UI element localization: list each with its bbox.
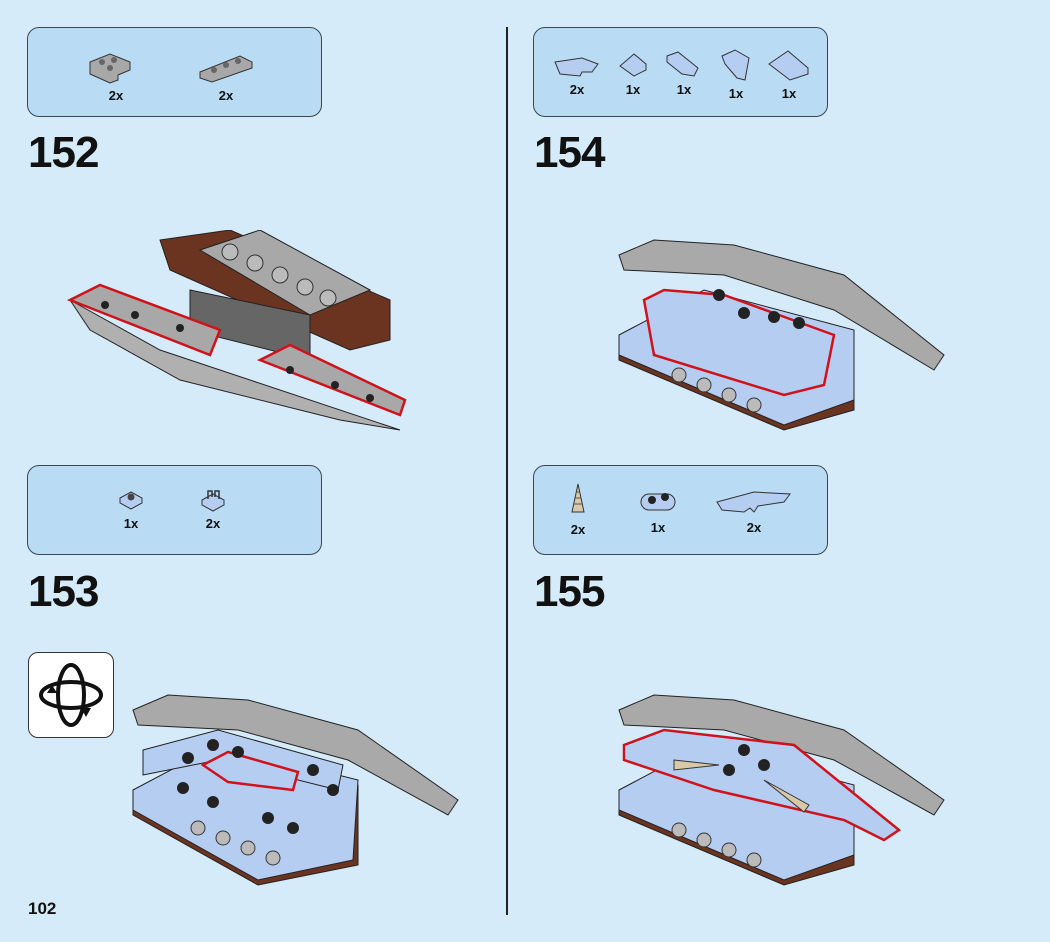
- part-curved-slope-long: 2x: [714, 486, 794, 535]
- step-number-153: 153: [28, 567, 99, 616]
- step-number-152: 152: [28, 128, 99, 177]
- wedge-right-icon: [721, 49, 750, 81]
- drill-cone-icon: [571, 483, 585, 513]
- part-qty: 1x: [728, 86, 744, 101]
- part-qty: 2x: [569, 82, 585, 97]
- parts-list-153: 1x 2x: [27, 465, 322, 555]
- parts-list-152: 2x 2x: [27, 27, 322, 117]
- part-slope-large: 1x: [766, 48, 812, 101]
- part-qty: 2x: [746, 520, 762, 535]
- step-number-155: 155: [534, 567, 605, 616]
- build-illustration-155: [618, 694, 945, 886]
- curved-slope-icon: [554, 57, 599, 77]
- curved-slope-long-icon: [716, 491, 791, 513]
- part-qty: 1x: [676, 82, 692, 97]
- parts-list-154: 2x 1x 1x 1x 1x: [533, 27, 828, 117]
- rotate-model-icon: [28, 652, 114, 738]
- wedge-left-icon: [666, 51, 699, 77]
- plate-1x3-icon: [199, 55, 253, 83]
- part-plate-1x2-rounded: 1x: [638, 486, 678, 535]
- build-illustration-152: [66, 230, 407, 431]
- part-plate-1x3: 2x: [196, 48, 256, 103]
- corner-plate-icon: [89, 53, 131, 84]
- page-divider: [506, 27, 508, 915]
- part-qty: 1x: [650, 520, 666, 535]
- part-qty: 1x: [625, 82, 641, 97]
- part-curved-slope: 2x: [552, 48, 602, 97]
- part-wedge-right: 1x: [719, 48, 753, 101]
- slope-large-icon: [768, 50, 809, 81]
- part-clip-plate: 2x: [198, 486, 228, 531]
- clip-plate-icon: [201, 490, 225, 512]
- build-illustration-154: [618, 239, 945, 431]
- part-corner-plate: 2x: [86, 48, 146, 103]
- plate-1x2-rounded-icon: [640, 493, 676, 511]
- part-qty: 1x: [781, 86, 797, 101]
- step-number-154: 154: [534, 128, 605, 177]
- part-plate-1x1: 1x: [116, 486, 146, 531]
- build-illustration-153: [132, 694, 459, 886]
- slope-small-icon: [619, 53, 647, 77]
- part-drill-cone: 2x: [568, 482, 588, 537]
- part-qty: 2x: [218, 88, 234, 103]
- part-qty: 2x: [570, 522, 586, 537]
- parts-list-155: 2x 1x 2x: [533, 465, 828, 555]
- plate-1x1-icon: [119, 491, 143, 510]
- part-wedge-left: 1x: [664, 48, 704, 97]
- part-slope-small: 1x: [616, 48, 650, 97]
- page-number: 102: [28, 899, 57, 918]
- part-qty: 1x: [123, 516, 139, 531]
- part-qty: 2x: [108, 88, 124, 103]
- part-qty: 2x: [205, 516, 221, 531]
